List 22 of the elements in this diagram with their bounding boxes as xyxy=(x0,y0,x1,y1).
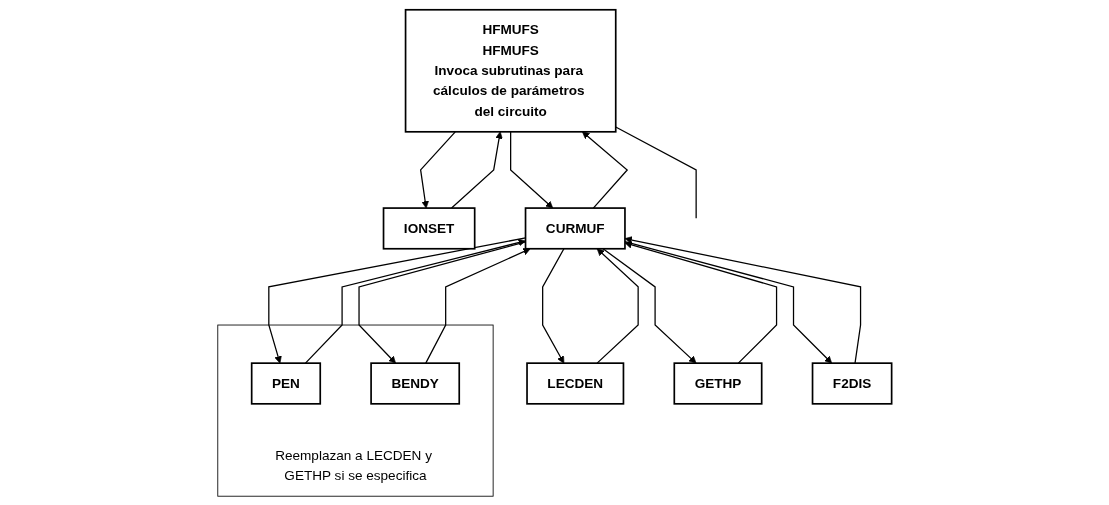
node-box: BENDY xyxy=(370,361,460,405)
arrow xyxy=(450,130,503,209)
arrow xyxy=(304,238,526,364)
arrow xyxy=(541,247,565,363)
arrow xyxy=(581,130,628,209)
arrow xyxy=(419,130,456,208)
node-box: IONSET xyxy=(382,206,476,250)
arrow xyxy=(424,247,531,364)
arrow xyxy=(602,247,697,363)
node-box: CURMUF xyxy=(524,206,626,250)
node-box: LECDEN xyxy=(525,361,625,405)
arrow xyxy=(596,247,639,364)
arrow xyxy=(624,240,777,364)
arrow xyxy=(624,235,861,364)
node-box: HFMUFS HFMUFS Invoca subrutinas para cálculos de parámetros del circuito xyxy=(404,8,617,133)
arrow xyxy=(509,130,553,208)
node-box: PEN xyxy=(250,361,321,405)
arrow xyxy=(267,236,526,363)
node-box: GETHP xyxy=(673,361,763,405)
node-box: F2DIS xyxy=(811,361,893,405)
arrow xyxy=(358,240,526,363)
arrow xyxy=(624,240,832,363)
